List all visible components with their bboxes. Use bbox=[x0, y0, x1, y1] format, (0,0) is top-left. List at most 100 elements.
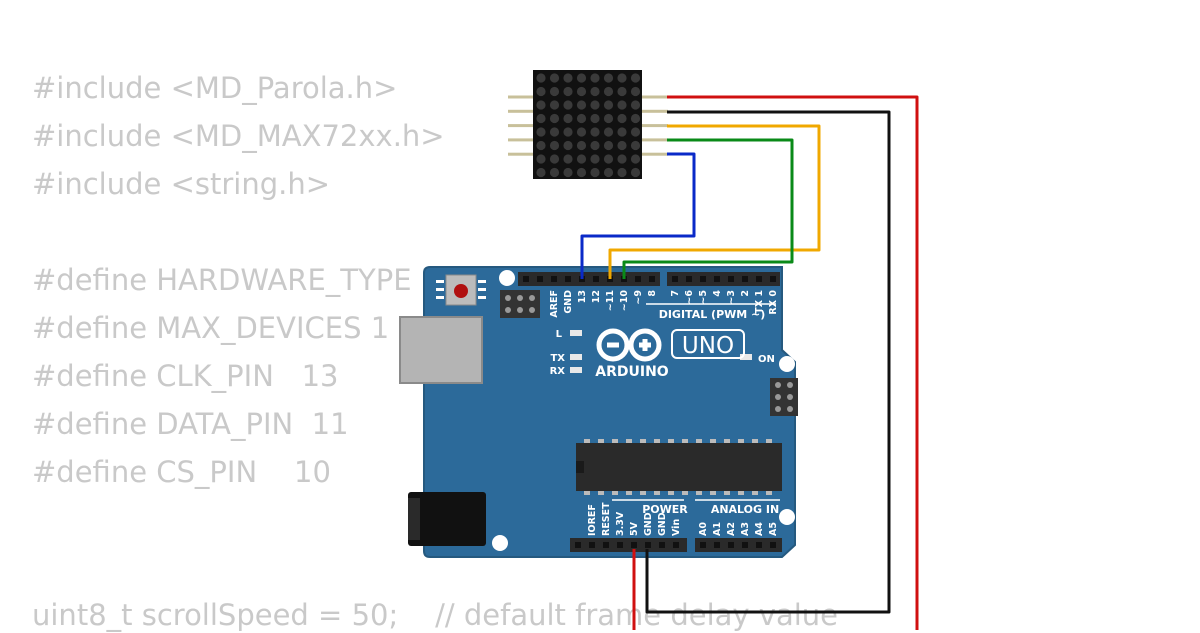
matrix-led bbox=[576, 127, 587, 137]
led-on: ON bbox=[740, 354, 775, 365]
header-hole bbox=[728, 542, 734, 548]
matrix-pin bbox=[508, 95, 534, 99]
matrix-led bbox=[590, 167, 600, 178]
header-hole bbox=[700, 542, 706, 548]
cs-wire[interactable] bbox=[608, 124, 821, 279]
matrix-led bbox=[549, 100, 560, 110]
code-line: #include <MD_Parola.h> bbox=[32, 71, 398, 105]
digital-pin-label: 7 bbox=[670, 290, 681, 297]
header-hole bbox=[742, 276, 748, 282]
matrix-header-pins bbox=[508, 95, 668, 156]
led-matrix-8x8[interactable] bbox=[508, 70, 668, 179]
header-hole bbox=[770, 276, 776, 282]
header-hole bbox=[659, 542, 665, 548]
din-wire[interactable] bbox=[580, 152, 696, 279]
matrix-led bbox=[590, 127, 600, 137]
matrix-body bbox=[533, 70, 642, 179]
matrix-led bbox=[617, 113, 627, 124]
matrix-led bbox=[549, 86, 560, 97]
code-line: #include <MD_MAX72xx.h> bbox=[32, 119, 445, 153]
header-hole bbox=[728, 276, 734, 282]
matrix-led bbox=[630, 100, 641, 110]
analog-pin-label: A4 bbox=[754, 522, 765, 536]
matrix-led bbox=[590, 86, 600, 97]
uno-badge: UNO bbox=[671, 329, 745, 359]
arduino-brand: ARDUINO bbox=[595, 364, 669, 380]
matrix-pin bbox=[641, 95, 668, 99]
matrix-led bbox=[576, 154, 587, 164]
digital-pin-label: TX 1 bbox=[754, 290, 765, 314]
matrix-led bbox=[576, 140, 587, 151]
header-hole bbox=[686, 276, 692, 282]
matrix-led bbox=[617, 127, 627, 137]
digital-pin-label: 2 bbox=[740, 290, 751, 297]
svg-text:RX: RX bbox=[550, 366, 566, 377]
code-line: uint8_t scrollSpeed = 50; // default fra… bbox=[32, 598, 839, 632]
matrix-led bbox=[590, 140, 600, 151]
matrix-pin bbox=[508, 138, 534, 142]
matrix-led bbox=[630, 86, 641, 97]
digital-pin-label: ~5 bbox=[698, 290, 709, 305]
matrix-led bbox=[617, 100, 627, 110]
svg-text:L: L bbox=[556, 329, 563, 340]
digital-pin-label: ~9 bbox=[633, 290, 644, 305]
matrix-led bbox=[603, 100, 614, 110]
matrix-pin bbox=[508, 124, 534, 128]
clk-wire[interactable] bbox=[622, 138, 794, 279]
matrix-led bbox=[536, 86, 546, 97]
header-hole bbox=[673, 542, 679, 548]
matrix-led bbox=[549, 127, 560, 137]
mounting-hole bbox=[499, 270, 515, 286]
reset-button[interactable] bbox=[445, 274, 477, 306]
analog-pin-label: A5 bbox=[768, 522, 779, 536]
svg-text:ON: ON bbox=[758, 354, 775, 365]
matrix-led bbox=[549, 154, 560, 164]
header-hole bbox=[537, 276, 543, 282]
digital-pin-label: ~10 bbox=[619, 290, 630, 312]
matrix-led bbox=[536, 140, 546, 151]
smd-pads bbox=[436, 280, 486, 299]
code-line: #include <string.h> bbox=[32, 167, 331, 201]
matrix-led bbox=[603, 154, 614, 164]
svg-text:UNO: UNO bbox=[682, 333, 734, 359]
header-hole bbox=[551, 276, 557, 282]
digital-pin-label: ~11 bbox=[605, 290, 616, 311]
matrix-led bbox=[563, 127, 573, 137]
code-line: #define DATA_PIN 11 bbox=[32, 407, 349, 441]
header-hole bbox=[589, 542, 595, 548]
matrix-led bbox=[617, 154, 627, 164]
matrix-led bbox=[549, 140, 560, 151]
matrix-led bbox=[630, 73, 641, 83]
matrix-led bbox=[536, 154, 546, 164]
digital-pin-label: GND bbox=[563, 290, 574, 314]
matrix-led bbox=[617, 86, 627, 97]
matrix-pin bbox=[508, 152, 534, 156]
matrix-led bbox=[563, 86, 573, 97]
header-hole bbox=[631, 542, 637, 548]
power-pin-label: Vin bbox=[671, 519, 682, 536]
matrix-led bbox=[563, 154, 573, 164]
header-hole bbox=[565, 276, 571, 282]
matrix-led bbox=[590, 113, 600, 124]
matrix-led bbox=[576, 100, 587, 110]
header-hole bbox=[649, 276, 655, 282]
matrix-led bbox=[603, 86, 614, 97]
code-line: #define CS_PIN 10 bbox=[32, 455, 331, 489]
matrix-led bbox=[549, 167, 560, 178]
gnd-wire[interactable] bbox=[645, 110, 891, 614]
matrix-led bbox=[576, 167, 587, 178]
vcc-wire[interactable] bbox=[667, 95, 919, 630]
analog-pin-label: A3 bbox=[740, 522, 751, 536]
header-hole bbox=[756, 542, 762, 548]
matrix-led bbox=[536, 113, 546, 124]
matrix-led bbox=[563, 100, 573, 110]
matrix-led bbox=[576, 113, 587, 124]
matrix-led bbox=[590, 154, 600, 164]
analog-pin-label: A1 bbox=[712, 522, 723, 536]
matrix-pin bbox=[641, 124, 668, 128]
header-hole bbox=[617, 542, 623, 548]
bottom-headers bbox=[570, 538, 782, 552]
